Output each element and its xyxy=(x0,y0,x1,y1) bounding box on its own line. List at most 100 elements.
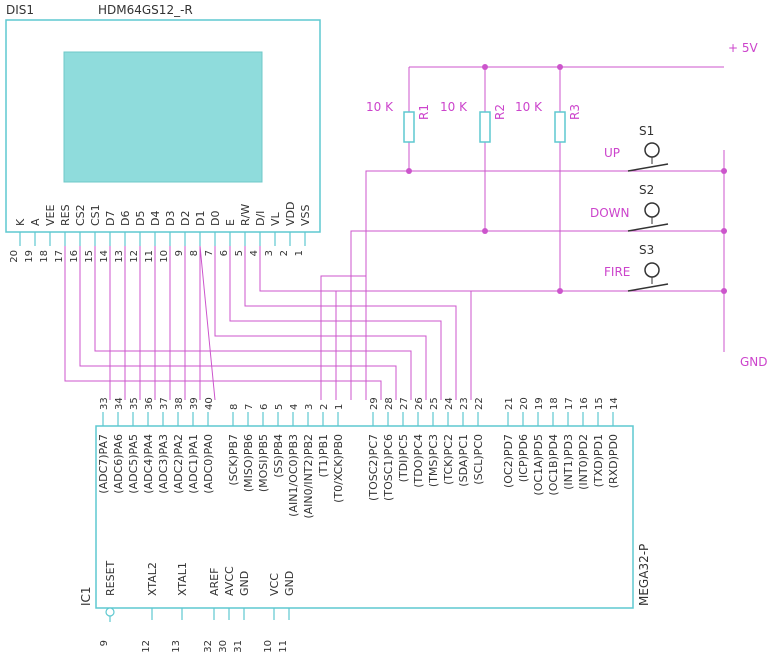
display-pin-num: 14 xyxy=(99,250,110,263)
junction-dot xyxy=(721,288,727,294)
mcu-top-pins: 33(ADC7)PA734(ADC6)PA635(ADC5)PA536(ADC4… xyxy=(97,397,620,518)
mcu-pin-num: 17 xyxy=(564,397,575,410)
display-pin-num: 7 xyxy=(204,250,215,256)
mcu-pin-num: 28 xyxy=(384,397,395,410)
mcu-pin-name: (OC2)PD7 xyxy=(502,434,515,488)
display-pin-name: RES xyxy=(59,204,72,226)
resistor-value: 10 K xyxy=(515,100,543,114)
junction-dot xyxy=(557,64,563,70)
mcu-pin-name: (SCK)PB7 xyxy=(227,434,240,486)
mcu-pin-num: 36 xyxy=(144,397,155,410)
junction-dot xyxy=(482,228,488,234)
wire-pb-extra xyxy=(320,275,366,400)
mcu-pin-name: (TDO)PC4 xyxy=(412,434,425,488)
display-pin-name: VDD xyxy=(284,202,297,226)
mcu-pin-name: (MOSI)PB5 xyxy=(257,434,270,492)
display-pin-num: 8 xyxy=(189,250,200,256)
resistor-value: 10 K xyxy=(366,100,394,114)
display-pins: K20A19VEE18RES17CS216CS115D714D613D512D4… xyxy=(9,202,312,263)
mcu: IC1 MEGA32-P 33(ADC7)PA734(ADC6)PA635(AD… xyxy=(79,397,651,652)
display-pin-name: D6 xyxy=(119,211,132,226)
mcu-pin-num: 2 xyxy=(319,404,330,410)
mcu-pin-num: 25 xyxy=(429,397,440,410)
display-pin-name: VEE xyxy=(44,205,57,226)
switch-button xyxy=(644,202,660,218)
switch-s2: S2 DOWN xyxy=(590,183,669,232)
mcu-pin-name: (SDA)PC1 xyxy=(457,434,470,487)
mcu-pin-name: (INT1)PD3 xyxy=(562,434,575,490)
switches: S1 UP S2 DOWN S3 FIRE xyxy=(590,124,669,292)
junction-dot xyxy=(721,228,727,234)
mcu-pin-num: 22 xyxy=(474,397,485,410)
mcu-pin-name: (ADC2)PA2 xyxy=(172,434,185,494)
wire-d7 xyxy=(94,246,412,400)
mcu-body xyxy=(95,425,634,609)
switch-s3: S3 FIRE xyxy=(604,243,669,292)
mcu-pin-name: (ADC5)PA5 xyxy=(127,434,140,494)
mcu-pin-name: (T1)PB1 xyxy=(317,434,330,477)
switch-button xyxy=(644,142,660,158)
switch-contact xyxy=(627,223,669,232)
display-pin-num: 9 xyxy=(174,250,185,256)
mcu-pin-name: (OC1A)PD5 xyxy=(532,434,545,496)
mcu-pin-num: 9 xyxy=(99,640,110,646)
display-pin-name: D7 xyxy=(104,211,117,226)
display-pin-name: D3 xyxy=(164,211,177,226)
display-pin-name: A xyxy=(29,218,42,226)
mcu-bottom-pins: 9RESET12XTAL213XTAL132AREF30AVCC31GND10V… xyxy=(99,560,296,652)
display-body xyxy=(5,19,321,233)
display-pin-num: 19 xyxy=(24,250,35,263)
mcu-pin-name: (MISO)PB6 xyxy=(242,434,255,492)
mcu-ref: IC1 xyxy=(79,586,93,606)
display-pin-num: 1 xyxy=(294,250,305,256)
resistor-r1: 10 K R1 xyxy=(366,100,431,143)
wire-up xyxy=(365,170,724,400)
display-pin-name: R/W xyxy=(239,204,252,226)
mcu-pin-name: (RXD)PD0 xyxy=(607,434,620,488)
mcu-pin-name: (TOSC1)PC6 xyxy=(382,434,395,501)
mcu-pin-name: (ADC4)PA4 xyxy=(142,434,155,494)
mcu-pin-num: 13 xyxy=(171,640,182,653)
display-pin-num: 20 xyxy=(9,250,20,263)
mcu-pin-name: (TXD)PD1 xyxy=(592,434,605,487)
mcu-pin-num: 6 xyxy=(259,404,270,410)
switch-ref: S1 xyxy=(639,124,654,138)
switch-label: FIRE xyxy=(604,265,630,279)
mcu-pin-num: 10 xyxy=(263,640,274,653)
reset-bubble xyxy=(105,607,115,617)
wire-d0b xyxy=(199,245,216,401)
mcu-pin-num: 26 xyxy=(414,397,425,410)
wire-cs1 xyxy=(79,246,397,400)
mcu-pin-num: 35 xyxy=(129,397,140,410)
junction-dot xyxy=(557,288,563,294)
junction-dot xyxy=(721,168,727,174)
mcu-pin-num: 39 xyxy=(189,397,200,410)
mcu-pin-name: (TOSC2)PC7 xyxy=(367,434,380,501)
switch-ref: S3 xyxy=(639,243,654,257)
resistor-r2: 10 K R2 xyxy=(440,100,507,143)
display-pin-num: 4 xyxy=(249,250,260,256)
display-pin-num: 2 xyxy=(279,250,290,256)
display-pin-num: 15 xyxy=(84,250,95,263)
resistors: 10 K R1 10 K R2 10 K R3 xyxy=(366,100,582,143)
mcu-pin-num: 29 xyxy=(369,397,380,410)
mcu-pin-name: (ICP)PD6 xyxy=(517,434,530,482)
lcd-screen xyxy=(63,51,263,183)
mcu-pin-num: 4 xyxy=(289,404,300,410)
mcu-pin-name: (ADC6)PA6 xyxy=(112,434,125,494)
mcu-pin-name: (TCK)PC2 xyxy=(442,434,455,485)
display-module: DIS1 HDM64GS12_-R K20A19VEE18RES17CS216C… xyxy=(5,3,321,263)
mcu-pin-name: RESET xyxy=(104,560,117,596)
mcu-pin-name: (ADC1)PA1 xyxy=(187,434,200,494)
mcu-pin-num: 40 xyxy=(204,397,215,410)
display-ref: DIS1 xyxy=(6,3,34,17)
mcu-pin-num: 21 xyxy=(504,397,515,410)
display-pin-name: E xyxy=(224,219,237,226)
display-pin-name: D1 xyxy=(194,211,207,226)
switch-button xyxy=(644,262,660,278)
display-pin-name: K xyxy=(14,218,27,226)
mcu-pin-name: GND xyxy=(238,571,251,596)
junctions xyxy=(406,64,727,294)
mcu-pin-name: XTAL2 xyxy=(146,562,159,596)
mcu-pin-name: (ADC0)PA0 xyxy=(202,434,215,494)
